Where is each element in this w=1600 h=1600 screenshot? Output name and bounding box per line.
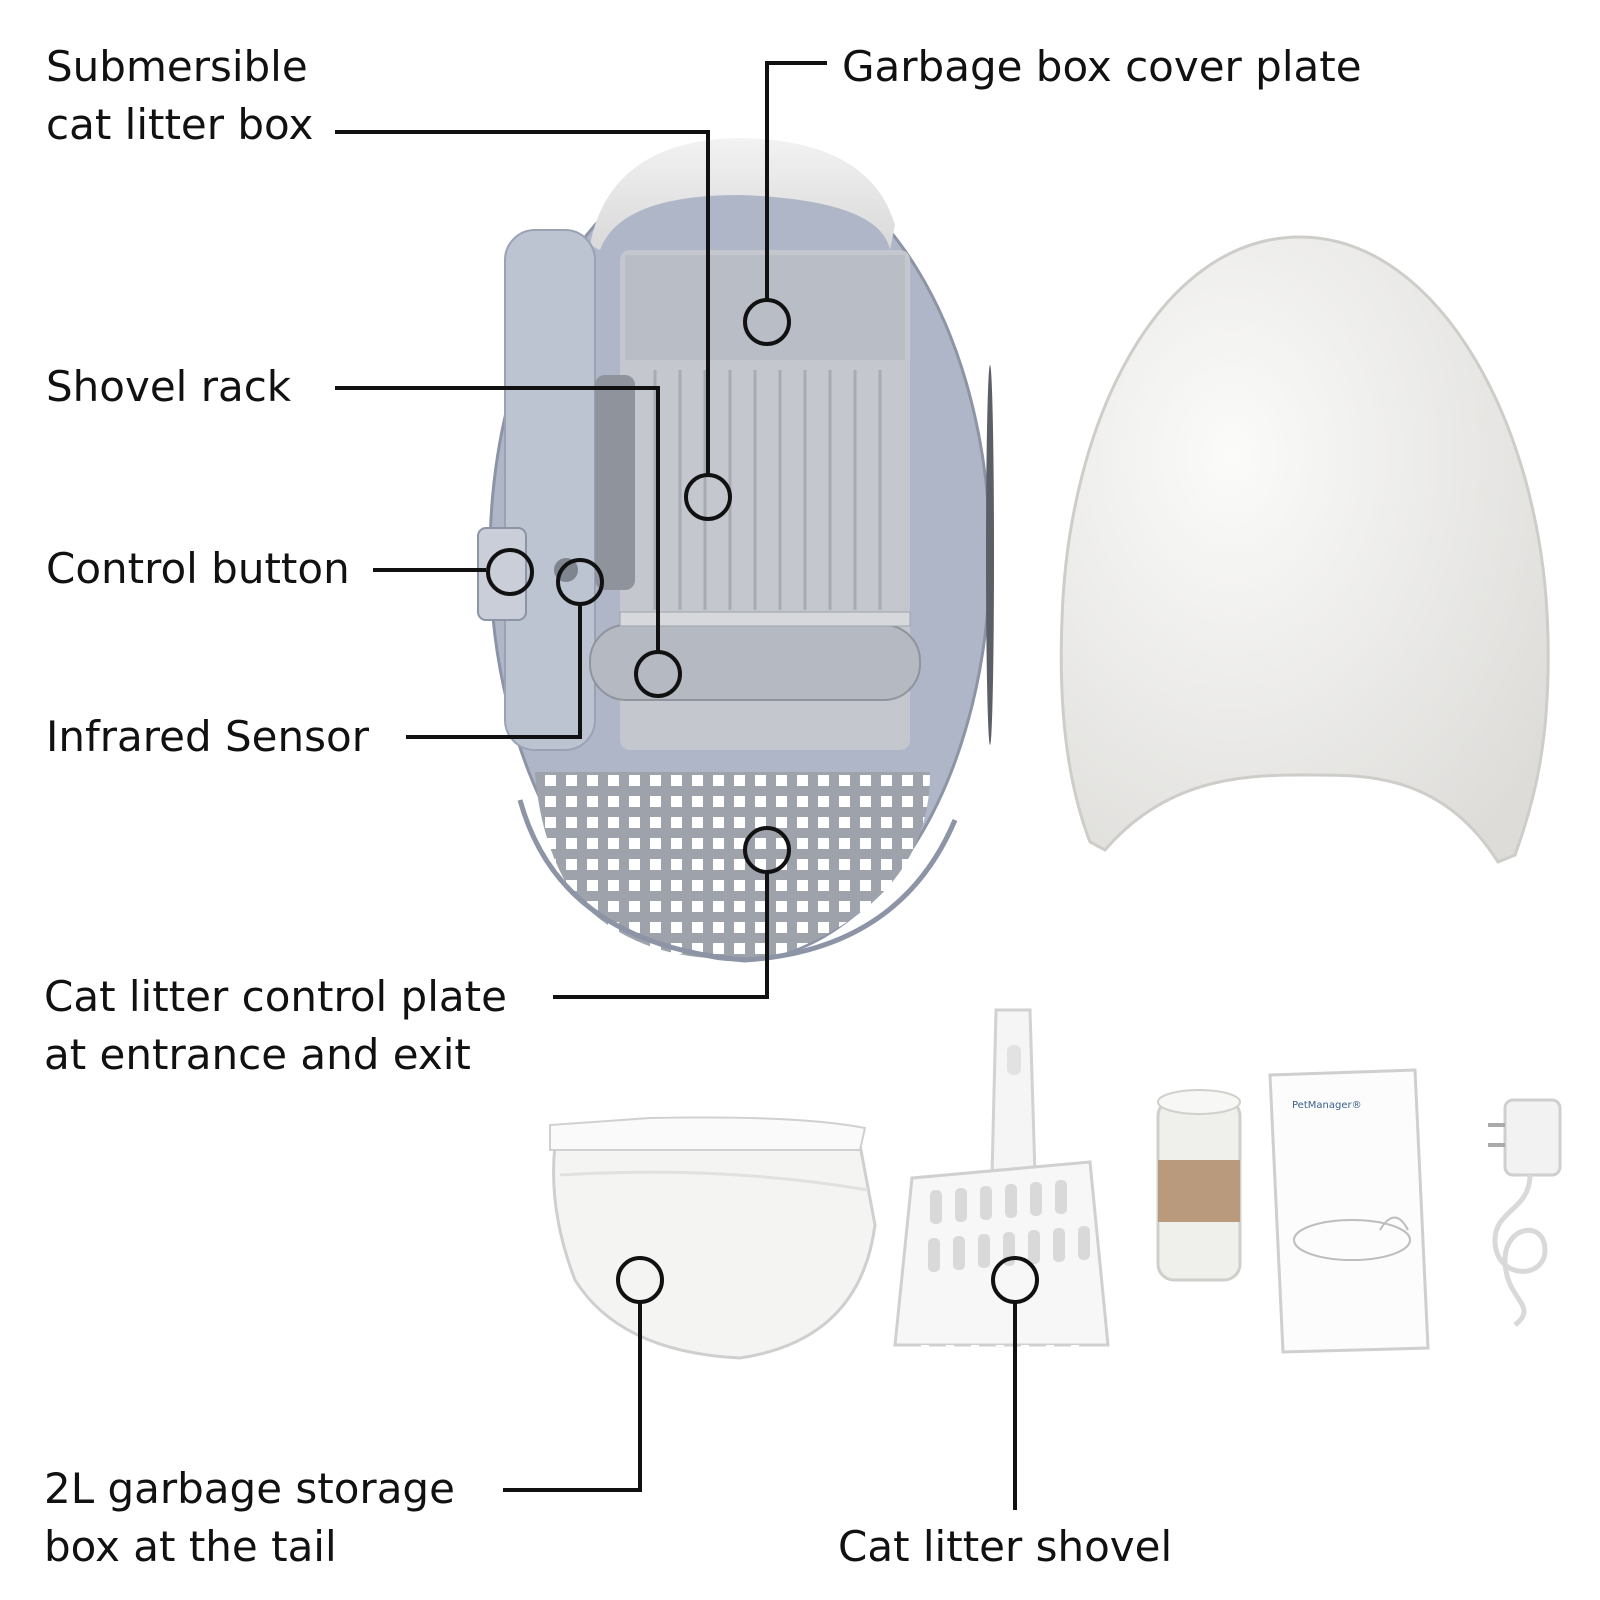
- marker-litter-shovel: [991, 1256, 1039, 1304]
- cat-litter-control-plate: [535, 772, 930, 959]
- drum-ribs: [653, 370, 882, 610]
- cat-litter-shovel: [893, 1008, 1110, 1372]
- marker-control-button: [486, 548, 534, 596]
- power-adapter: [1488, 1098, 1562, 1327]
- marker-garbage-cover: [743, 298, 791, 346]
- garbage-storage-box: [549, 1116, 877, 1360]
- marker-garbage-storage: [616, 1256, 664, 1304]
- label-garbage-storage: 2L garbage storage box at the tail: [44, 1464, 455, 1571]
- roller-teeth: [619, 611, 911, 627]
- label-shovel-rack: Shovel rack: [46, 362, 292, 411]
- leader-infrared-sensor: [406, 602, 582, 739]
- manual-brand: PetManager®: [1292, 1100, 1362, 1111]
- label-litter-shovel: Cat litter shovel: [838, 1522, 1173, 1571]
- label-infrared-sensor: Infrared Sensor: [46, 712, 369, 761]
- bag-roll: [1156, 1089, 1242, 1282]
- manual-illustration: [1293, 1219, 1411, 1261]
- callout-leaders: [335, 61, 1039, 1510]
- shovel-rack: [595, 375, 635, 590]
- marker-control-plate: [743, 826, 791, 874]
- leader-control-plate: [553, 872, 769, 999]
- label-control-button: Control button: [46, 544, 350, 593]
- leader-garbage-cover: [765, 61, 827, 302]
- label-garbage-cover: Garbage box cover plate: [842, 42, 1362, 91]
- control-button: [477, 527, 527, 621]
- litter-box-right-rim: [986, 365, 994, 745]
- litter-box-top-dome: [590, 138, 895, 250]
- label-control-plate: Cat litter control plate at entrance and…: [44, 972, 507, 1079]
- leader-submersible-box: [335, 130, 710, 475]
- marker-shovel-rack: [634, 650, 682, 698]
- marker-infrared-sensor: [556, 558, 604, 606]
- instruction-manual: PetManager®: [1268, 1068, 1430, 1354]
- cover-dome: [1059, 235, 1550, 864]
- litter-box-bottom-rim: [517, 799, 958, 963]
- label-submersible-box: Submersible cat litter box: [46, 42, 314, 149]
- leader-shovel-rack: [335, 386, 660, 652]
- leader-garbage-storage: [503, 1302, 642, 1492]
- litter-box-unit: [477, 138, 994, 963]
- marker-submersible-box: [684, 473, 732, 521]
